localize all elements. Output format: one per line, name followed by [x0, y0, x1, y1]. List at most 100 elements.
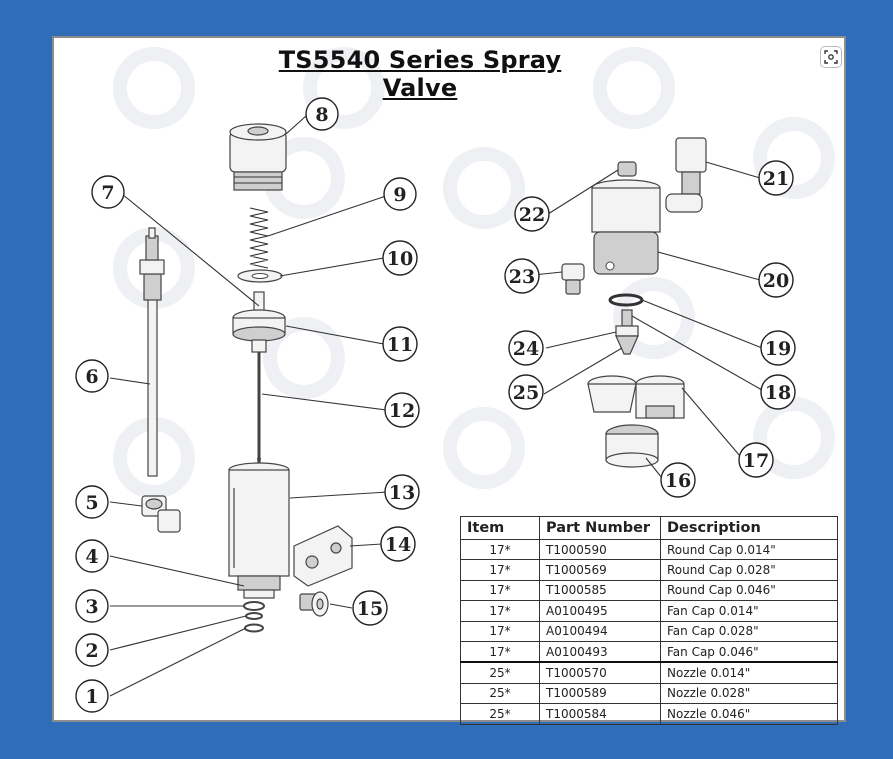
part-8-cap — [229, 123, 287, 191]
table-header-row: Item Part Number Description — [460, 516, 838, 540]
leader-lines — [109, 115, 763, 697]
svg-text:4: 4 — [85, 546, 98, 568]
exploded-view-diagram: 1 2 3 4 5 6 7 8 9 10 11 12 13 14 15 16 1… — [75, 47, 835, 713]
cell-item: 17* — [460, 559, 540, 581]
image-scan-button[interactable] — [820, 46, 842, 68]
svg-text:10: 10 — [387, 248, 413, 270]
part-6-stem — [139, 227, 165, 477]
cell-description: Nozzle 0.028" — [660, 682, 838, 705]
cell-item: 17* — [460, 600, 540, 622]
callout-24: 24 — [508, 330, 544, 366]
callout-21: 21 — [758, 160, 794, 196]
callout-23: 23 — [504, 258, 540, 294]
part-23-fitting — [561, 263, 585, 295]
callout-15: 15 — [352, 590, 388, 626]
part-11-piston — [232, 309, 286, 353]
callout-14: 14 — [380, 526, 416, 562]
cell-item: 25* — [460, 703, 540, 725]
part-10-washer — [237, 269, 283, 283]
svg-text:21: 21 — [763, 168, 789, 190]
cell-item: 25* — [460, 661, 540, 684]
part-2-o-ring — [245, 612, 263, 620]
header-item: Item — [460, 516, 540, 540]
callout-17: 17 — [738, 442, 774, 478]
diagram-frame: 1 2 3 4 5 6 7 8 9 10 11 12 13 14 15 16 1… — [52, 36, 846, 725]
svg-text:9: 9 — [393, 184, 406, 206]
svg-text:3: 3 — [85, 596, 98, 618]
callout-2: 2 — [75, 633, 109, 667]
svg-text:24: 24 — [513, 338, 539, 360]
cell-part-number: T1000570 — [539, 661, 661, 684]
part-17-round-cap — [587, 375, 637, 413]
part-16-cap-nut — [605, 424, 659, 468]
part-20-head — [591, 179, 661, 275]
cell-part-number: A0100494 — [539, 620, 661, 642]
watermark-pattern — [113, 47, 835, 499]
cell-part-number: A0100493 — [539, 640, 661, 664]
svg-text:22: 22 — [519, 204, 545, 226]
svg-text:20: 20 — [763, 270, 789, 292]
cell-part-number: T1000589 — [539, 682, 661, 705]
callout-7: 7 — [91, 175, 125, 209]
callout-20: 20 — [758, 262, 794, 298]
cell-description: Nozzle 0.046" — [660, 703, 838, 725]
part-15-screw — [299, 591, 329, 617]
cell-description: Round Cap 0.046" — [660, 579, 838, 602]
part-22-plug — [617, 161, 637, 177]
cell-description: Round Cap 0.028" — [660, 559, 838, 581]
part-13-valve-body — [228, 462, 290, 599]
callout-12: 12 — [384, 392, 420, 428]
callout-1: 1 — [75, 679, 109, 713]
callout-6: 6 — [75, 359, 109, 393]
cell-part-number: T1000584 — [539, 703, 661, 725]
cell-item: 17* — [460, 640, 540, 664]
part-9-spring — [249, 207, 269, 269]
svg-text:12: 12 — [389, 400, 415, 422]
cell-item: 17* — [460, 579, 540, 602]
svg-text:8: 8 — [315, 104, 328, 126]
cell-part-number: T1000569 — [539, 559, 661, 581]
part-18-needle-seat — [621, 309, 633, 327]
svg-text:18: 18 — [765, 382, 791, 404]
callout-22: 22 — [514, 196, 550, 232]
svg-text:19: 19 — [765, 338, 791, 360]
cell-part-number: T1000590 — [539, 538, 661, 561]
svg-text:1: 1 — [85, 686, 98, 708]
svg-text:2: 2 — [85, 640, 98, 662]
cell-description: Fan Cap 0.014" — [660, 600, 838, 622]
parts-table: Item Part Number Description 17*T1000590… — [460, 516, 838, 725]
part-21-fitting — [665, 137, 707, 213]
cell-part-number: A0100495 — [539, 600, 661, 622]
svg-text:23: 23 — [509, 266, 535, 288]
svg-text:25: 25 — [513, 382, 539, 404]
part-17-fan-cap — [635, 375, 685, 419]
cell-item: 17* — [460, 538, 540, 561]
svg-text:6: 6 — [85, 366, 98, 388]
cell-description: Fan Cap 0.028" — [660, 620, 838, 642]
callout-10: 10 — [382, 240, 418, 276]
callout-16: 16 — [660, 462, 696, 498]
diagram-title: TS5540 Series Spray Valve — [278, 46, 562, 102]
svg-text:5: 5 — [85, 492, 98, 514]
cell-description: Round Cap 0.014" — [660, 538, 838, 561]
part-3-o-ring — [243, 601, 265, 611]
part-5-elbow-fitting — [141, 495, 181, 533]
callout-9: 9 — [383, 177, 417, 211]
svg-text:16: 16 — [665, 470, 691, 492]
callout-4: 4 — [75, 539, 109, 573]
header-part-number: Part Number — [539, 516, 661, 540]
part-7-piston-pin — [253, 291, 265, 313]
image-scan-icon — [824, 50, 838, 64]
svg-text:13: 13 — [389, 482, 415, 504]
cell-description: Fan Cap 0.046" — [660, 640, 838, 664]
callout-8: 8 — [305, 97, 339, 131]
svg-text:17: 17 — [743, 450, 769, 472]
part-1-clip — [244, 623, 264, 633]
